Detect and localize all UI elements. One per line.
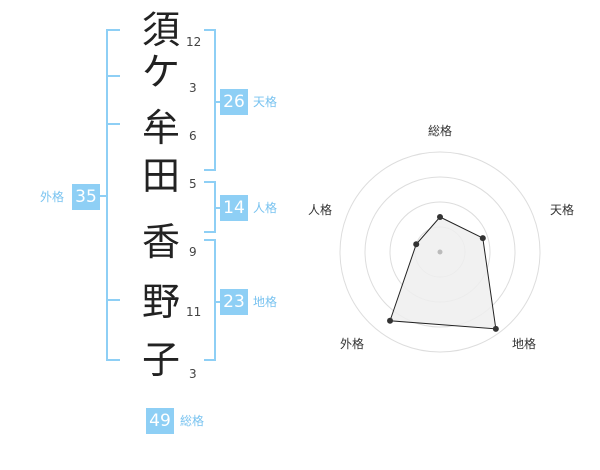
radar-ring xyxy=(364,176,516,328)
soukaku-label: 総格 xyxy=(180,414,205,428)
stroke-count: 5 xyxy=(189,177,197,191)
name-char: ケ xyxy=(141,50,180,94)
jinkaku-label: 人格 xyxy=(253,201,278,215)
jinkaku-score: 14 xyxy=(220,195,248,221)
radar-point xyxy=(479,235,486,242)
tenkaku-score: 26 xyxy=(220,89,248,115)
radar-point xyxy=(387,317,394,324)
name-char: 子 xyxy=(141,338,180,382)
radar-label-tenkaku: 天格 xyxy=(550,203,575,217)
radar-label-gaikaku: 外格 xyxy=(340,337,365,351)
name-char: 野 xyxy=(141,280,180,324)
radar-center xyxy=(437,249,443,255)
radar-ring xyxy=(339,151,541,353)
radar-point xyxy=(413,241,420,248)
radar-label-jinkaku: 人格 xyxy=(308,203,333,217)
name-char: 須 xyxy=(141,8,180,52)
radar-polygon xyxy=(389,216,497,330)
gaikaku-label: 外格 xyxy=(40,190,65,204)
chikaku-score: 23 xyxy=(220,289,248,315)
name-char: 田 xyxy=(141,154,180,198)
stroke-count: 3 xyxy=(189,81,197,95)
name-char: 牟 xyxy=(141,106,180,150)
stroke-count: 6 xyxy=(189,129,197,143)
radar-label-soukaku: 総格 xyxy=(428,124,453,138)
radar-label-chikaku: 地格 xyxy=(512,337,537,351)
gaikaku-score: 35 xyxy=(72,184,100,210)
tenkaku-label: 天格 xyxy=(253,95,278,109)
stroke-count: 9 xyxy=(189,245,197,259)
soukaku-score: 49 xyxy=(146,408,174,434)
radar-point xyxy=(492,325,499,332)
stroke-count: 11 xyxy=(186,305,202,319)
radar-point xyxy=(437,214,443,220)
stroke-count: 3 xyxy=(189,367,197,381)
name-char: 香 xyxy=(141,220,180,264)
stroke-count: 12 xyxy=(186,35,202,49)
chikaku-label: 地格 xyxy=(253,295,278,309)
